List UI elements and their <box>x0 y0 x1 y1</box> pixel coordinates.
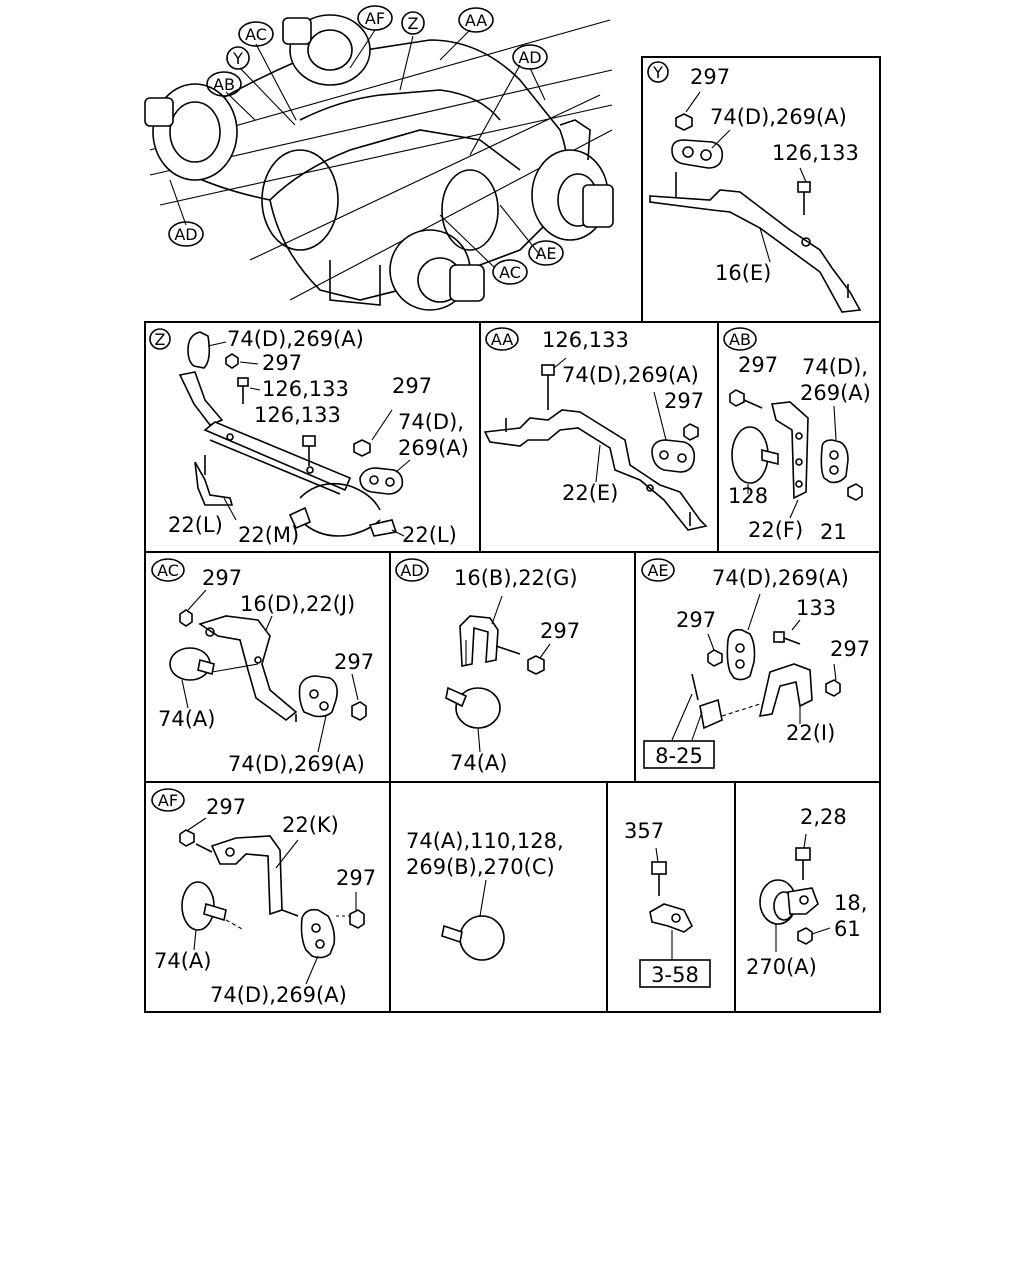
overview-tag-ae: AE <box>535 244 556 263</box>
axle-overview-drawing <box>144 14 614 311</box>
panel-z-label-297a: 297 <box>262 351 302 375</box>
panel-frames <box>144 56 881 1013</box>
panel-ae-label-74d: 74(D),269(A) <box>712 566 849 590</box>
panel-bushing-label-2-28: 2,28 <box>800 805 847 829</box>
panel-aa-label-297: 297 <box>664 389 704 413</box>
panel-ac-label-297b: 297 <box>334 650 374 674</box>
panel-ac: AC 297 16(D),22(J) 297 74(A) 74(D),269(A… <box>151 558 374 776</box>
panel-z-label-126b: 126,133 <box>254 403 341 427</box>
panel-ae-tag: AE <box>647 561 668 580</box>
panel-af-label-74a: 74(A) <box>154 949 211 973</box>
panel-ae-label-297b: 297 <box>830 637 870 661</box>
panel-clamp-label-a: 74(A),110,128, <box>406 829 564 853</box>
panel-357: 357 3-58 <box>624 819 711 988</box>
panel-ad-label-297: 297 <box>540 619 580 643</box>
panel-z-label-74d-2: 74(D), <box>398 410 464 434</box>
panel-ac-tag: AC <box>157 561 179 580</box>
overview-tag-ad-top: AD <box>518 48 541 67</box>
panel-y-label-297: 297 <box>690 65 730 89</box>
panel-ae-ref-box: 8-25 <box>655 744 703 768</box>
panel-ad-tag: AD <box>400 561 423 580</box>
panel-aa-label-74d: 74(D),269(A) <box>562 363 699 387</box>
panel-af-label-74d: 74(D),269(A) <box>210 983 347 1007</box>
panel-357-label: 357 <box>624 819 664 843</box>
overview-tag-ad-bottom: AD <box>174 225 197 244</box>
panel-z-label-126a: 126,133 <box>262 377 349 401</box>
panel-af-label-22k: 22(K) <box>282 813 339 837</box>
panel-af-label-297b: 297 <box>336 866 376 890</box>
panel-ab-tag: AB <box>729 330 751 349</box>
panel-ab: AB 297 74(D), 269(A) 128 22(F) 21 <box>723 327 871 544</box>
panel-ad-label-16b: 16(B),22(G) <box>454 566 578 590</box>
overview-tag-af: AF <box>365 9 385 28</box>
panel-bushing-label-18: 18, <box>834 891 867 915</box>
overview-tag-ac-bottom: AC <box>499 263 521 282</box>
overview-tag-ab: AB <box>213 75 235 94</box>
panel-357-ref-box: 3-58 <box>651 963 699 987</box>
panel-z-label-74d: 74(D),269(A) <box>227 327 364 351</box>
panel-bushing: 2,28 18, 61 270(A) <box>746 805 867 979</box>
panel-y-label-16e: 16(E) <box>715 261 771 285</box>
panel-ad-label-74a: 74(A) <box>450 751 507 775</box>
panel-z-label-297b: 297 <box>392 374 432 398</box>
panel-y: Y 297 74(D),269(A) 126,133 16(E) <box>647 61 862 313</box>
panel-aa-label-22e: 22(E) <box>562 481 618 505</box>
overview-tags: AC AF Z AA Y AB AD AD AE AC <box>168 5 564 285</box>
panel-ab-label-22f: 22(F) <box>748 518 803 542</box>
panel-ab-label-297: 297 <box>738 353 778 377</box>
panel-z-label-22l-a: 22(L) <box>168 513 223 537</box>
overview-tag-ac: AC <box>245 25 267 44</box>
panel-aa: AA 126,133 74(D),269(A) 297 22(E) <box>483 327 708 531</box>
panel-z: Z 74(D),269(A) 297 126,133 126,133 297 7… <box>149 327 469 547</box>
panel-af: AF 297 22(K) 297 74(A) 74(D),269(A) <box>151 788 376 1007</box>
panel-ac-label-297a: 297 <box>202 566 242 590</box>
panel-z-label-22l-b: 22(L) <box>402 523 457 547</box>
panel-ab-label-269a: 269(A) <box>800 381 871 405</box>
panel-af-tag: AF <box>158 791 178 810</box>
panel-ac-label-74d: 74(D),269(A) <box>228 752 365 776</box>
overview-tag-aa: AA <box>465 11 487 30</box>
panel-bushing-label-270a: 270(A) <box>746 955 817 979</box>
overview-callout-leaders <box>169 29 546 269</box>
panel-ae-label-297a: 297 <box>676 608 716 632</box>
overview-tag-y: Y <box>232 49 243 68</box>
overview-tag-z: Z <box>408 14 419 33</box>
panel-ae-label-22i: 22(I) <box>786 721 835 745</box>
panel-aa-tag: AA <box>491 330 513 349</box>
panel-af-label-297a: 297 <box>206 795 246 819</box>
panel-y-tag: Y <box>652 63 663 82</box>
panel-y-label-74d: 74(D),269(A) <box>710 105 847 129</box>
panel-z-tag: Z <box>155 330 166 349</box>
panel-ac-label-16d: 16(D),22(J) <box>240 592 355 616</box>
panel-ab-label-21: 21 <box>820 520 847 544</box>
panel-clamp: 74(A),110,128, 269(B),270(C) <box>406 829 564 961</box>
panel-aa-label-126: 126,133 <box>542 328 629 352</box>
panel-ad: AD 16(B),22(G) 297 74(A) <box>395 558 580 775</box>
panel-z-label-269a: 269(A) <box>398 436 469 460</box>
panel-ab-label-74d: 74(D), <box>802 355 868 379</box>
panel-bushing-label-61: 61 <box>834 917 861 941</box>
panel-ae-label-133: 133 <box>796 596 836 620</box>
panel-clamp-label-b: 269(B),270(C) <box>406 855 555 879</box>
panel-ae: AE 74(D),269(A) 297 133 297 22(I) 8-25 <box>641 558 870 769</box>
panel-ac-label-74a: 74(A) <box>158 707 215 731</box>
panel-z-label-22m: 22(M) <box>238 523 299 547</box>
panel-y-label-126: 126,133 <box>772 141 859 165</box>
